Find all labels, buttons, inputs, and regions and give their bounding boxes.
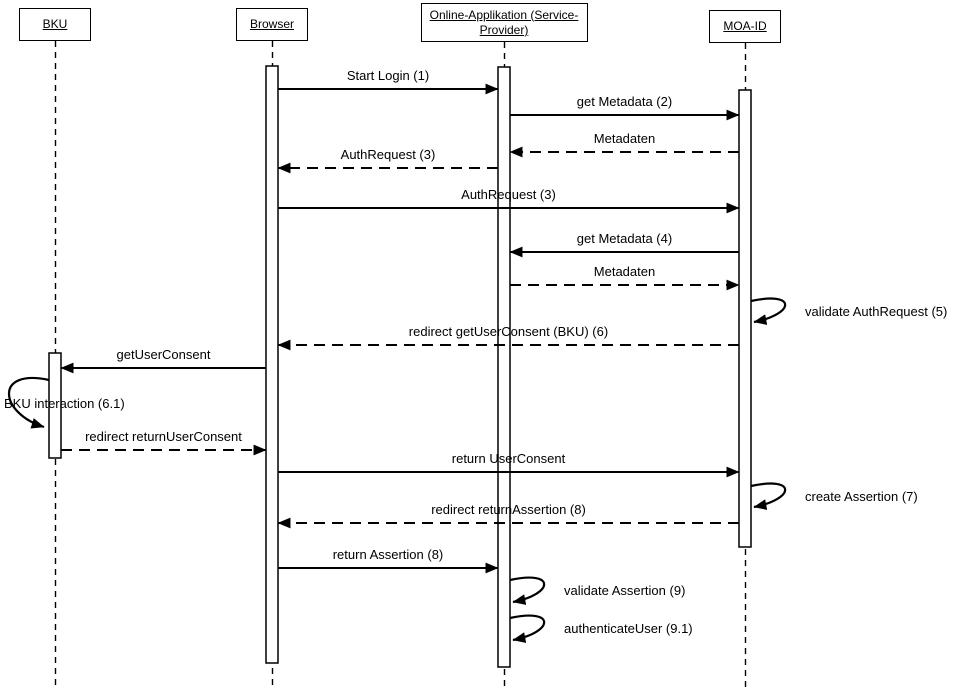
self-message-arrow	[750, 297, 786, 325]
message-label: redirect getUserConsent (BKU) (6)	[408, 324, 609, 339]
message-label: Start Login (1)	[346, 68, 430, 83]
message-label: Metadaten	[593, 131, 656, 146]
message-label: create Assertion (7)	[805, 488, 918, 504]
message-label: redirect returnAssertion (8)	[431, 502, 586, 517]
activation-bar-moaid	[738, 89, 752, 548]
self-message-arrow	[509, 576, 545, 605]
actor-moaid: MOA-ID	[709, 10, 781, 43]
actor-browser: Browser	[236, 8, 308, 41]
message-label: Metadaten	[593, 264, 656, 279]
self-message-arrow	[509, 614, 545, 643]
actor-oa: Online-Applikation (Service-Provider)	[420, 3, 588, 42]
actor-label: Online-Applikation (Service-Provider)	[429, 7, 579, 37]
actor-label: MOA-ID	[723, 19, 767, 33]
message-label: getUserConsent	[116, 347, 211, 362]
message-label: authenticateUser (9.1)	[564, 621, 693, 636]
message-label: return Assertion (8)	[332, 547, 444, 562]
activation-bar-browser	[265, 65, 279, 664]
actor-label: BKU	[42, 17, 68, 31]
message-label: return UserConsent	[451, 451, 566, 466]
message-label: validate AuthRequest (5)	[805, 303, 948, 319]
actor-bku: BKU	[19, 8, 91, 41]
activation-bar-oa	[497, 66, 511, 668]
message-label: validate Assertion (9)	[564, 583, 686, 598]
message-label: get Metadata (2)	[576, 94, 673, 109]
message-label: BKU interaction (6.1)	[4, 395, 125, 411]
activation-bar-bku	[48, 352, 62, 459]
message-label: redirect returnUserConsent	[85, 429, 242, 444]
message-label: get Metadata (4)	[576, 231, 673, 246]
self-message-arrow	[750, 482, 786, 510]
actor-label: Browser	[249, 17, 294, 31]
self-message-arrow	[8, 377, 50, 429]
message-label: AuthRequest (3)	[461, 187, 556, 202]
message-label: AuthRequest (3)	[340, 147, 436, 162]
